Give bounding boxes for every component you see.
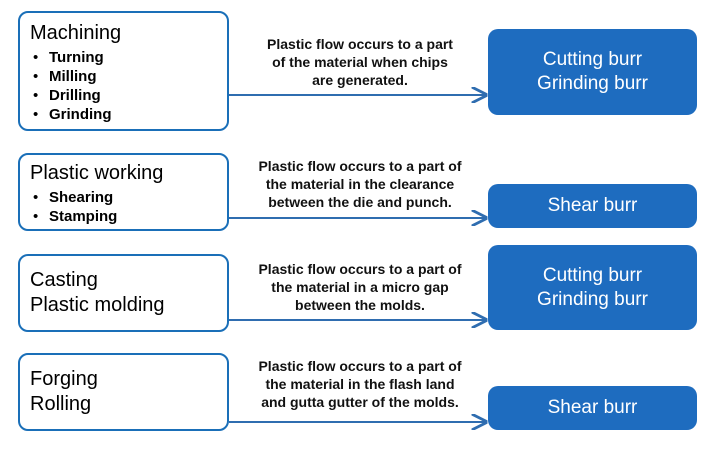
description-line: of the material when chips <box>272 54 448 70</box>
process-title: Plastic working <box>30 162 164 184</box>
burr-label: Shear burr <box>547 397 638 418</box>
burr-label: Grinding burr <box>537 73 648 94</box>
process-item: Milling <box>30 67 217 86</box>
process-item: Shearing <box>30 188 217 207</box>
burr-box-row-3: Cutting burr Grinding burr <box>488 245 697 330</box>
description-line: between the molds. <box>295 297 425 313</box>
description-row-3: Plastic flow occurs to a part of the mat… <box>238 260 482 314</box>
process-title: Casting <box>30 269 98 291</box>
process-item: Drilling <box>30 86 217 105</box>
description-row-4: Plastic flow occurs to a part of the mat… <box>238 357 482 411</box>
description-line: between the die and punch. <box>268 194 452 210</box>
description-line: the material in the flash land <box>265 376 455 392</box>
burr-label: Shear burr <box>547 195 638 216</box>
description-line: are generated. <box>312 72 408 88</box>
description-line: Plastic flow occurs to a part of <box>258 358 462 374</box>
process-items: Shearing Stamping <box>30 188 217 226</box>
description-line: Plastic flow occurs to a part of <box>258 261 462 277</box>
process-items: Turning Milling Drilling Grinding <box>30 48 217 124</box>
process-title: Rolling <box>30 393 92 415</box>
description-line: Plastic flow occurs to a part <box>267 36 453 52</box>
process-title: Machining <box>30 22 122 44</box>
process-box-plastic-working: Plastic working Shearing Stamping <box>18 153 229 231</box>
description-line: the material in a micro gap <box>271 279 449 295</box>
description-line: the material in the clearance <box>265 176 455 192</box>
description-row-2: Plastic flow occurs to a part of the mat… <box>238 157 482 211</box>
process-item: Turning <box>30 48 217 67</box>
process-item: Grinding <box>30 105 217 124</box>
burr-box-row-2: Shear burr <box>488 184 697 228</box>
process-box-machining: Machining Turning Milling Drilling Grind… <box>18 11 229 131</box>
description-line: Plastic flow occurs to a part of <box>258 158 462 174</box>
process-title: Plastic molding <box>30 294 165 316</box>
burr-label: Grinding burr <box>537 288 648 310</box>
burr-box-row-1: Cutting burr Grinding burr <box>488 29 697 115</box>
process-title: Forging <box>30 368 98 390</box>
description-line: and gutta gutter of the molds. <box>261 394 459 410</box>
process-box-casting: Casting Plastic molding <box>18 254 229 332</box>
burr-label: Cutting burr <box>542 49 643 70</box>
description-row-1: Plastic flow occurs to a part of the mat… <box>240 35 480 89</box>
burr-label: Cutting burr <box>542 264 643 286</box>
process-item: Stamping <box>30 207 217 226</box>
burr-box-row-4: Shear burr <box>488 386 697 430</box>
process-box-forging: Forging Rolling <box>18 353 229 431</box>
